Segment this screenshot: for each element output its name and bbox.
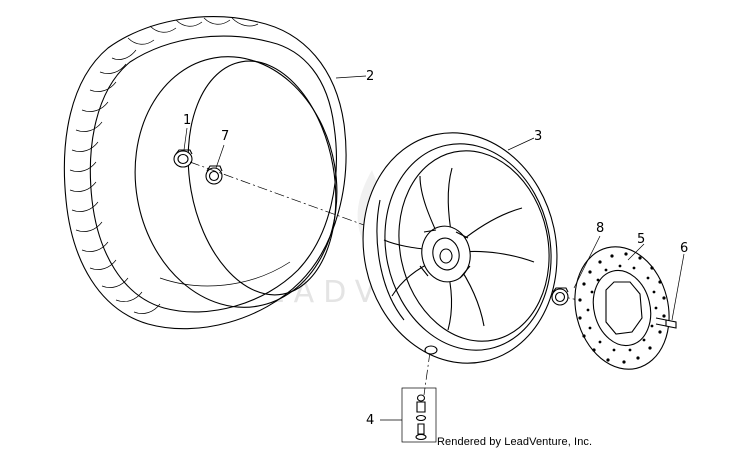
- callout-3: 3: [534, 129, 542, 144]
- render-credit: Rendered by LeadVenture, Inc.: [437, 436, 593, 448]
- callout-1: 1: [183, 113, 191, 128]
- disc-screw-part-6: [655, 317, 677, 329]
- callout-2: 2: [366, 69, 374, 84]
- tire: [63, 16, 347, 330]
- bearing-part-1: [173, 149, 193, 168]
- rim: [362, 132, 558, 364]
- bearing-part-8: [551, 287, 569, 306]
- callout-6: 6: [680, 241, 688, 256]
- callout-5: 5: [637, 232, 645, 247]
- callout-7: 7: [221, 129, 229, 144]
- leader-lines: [183, 75, 685, 421]
- callout-4: 4: [366, 413, 374, 428]
- brake-disc: [574, 246, 670, 370]
- callout-8: 8: [596, 221, 604, 236]
- valve-axis-line: [423, 351, 431, 396]
- valve-kit-part-4: [401, 387, 437, 443]
